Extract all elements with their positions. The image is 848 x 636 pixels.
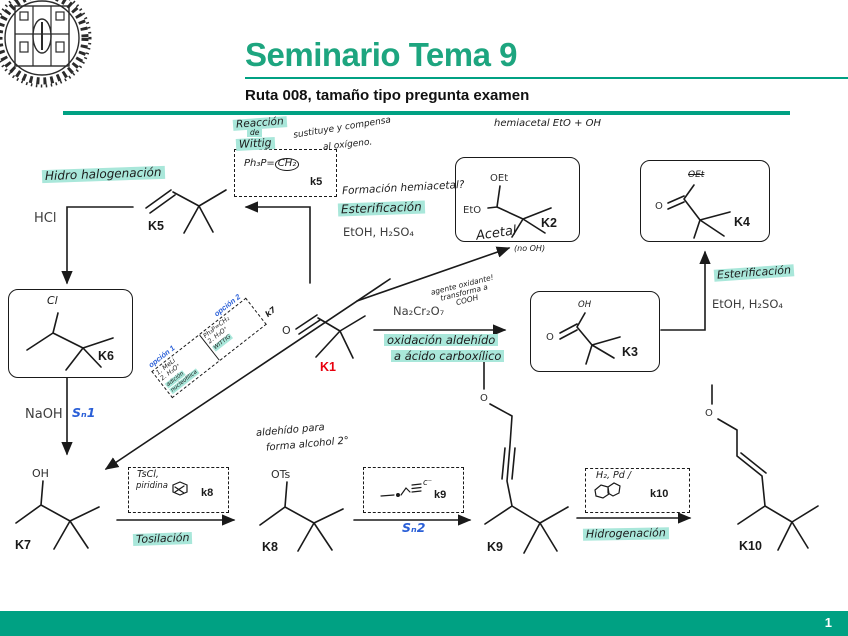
naoh-reagent: NaOH	[25, 407, 63, 422]
k7-label: K7	[15, 538, 31, 552]
k3-oh-atom-note: OH	[578, 300, 592, 310]
wittig-formula: Ph₃P=CH₂	[244, 158, 300, 171]
arrow-k1-to-k2	[356, 246, 511, 302]
tosyl-line2: piridina	[136, 481, 168, 491]
sn2-mechanism-note: Sₙ2	[402, 520, 426, 535]
header-rule	[63, 111, 790, 115]
k6-label: K6	[98, 349, 114, 363]
k3-molecule	[559, 312, 621, 365]
tosyl-reagent-box	[128, 467, 229, 513]
sn1-mechanism-note: Sₙ1	[72, 405, 96, 420]
alkynide-reagent-box	[363, 467, 464, 513]
k5-label: K5	[148, 219, 164, 233]
k4-molecule	[667, 184, 731, 239]
k1-molecule	[295, 314, 366, 359]
k2-eto-atom-label: EtO	[463, 205, 481, 216]
oxidation-note-line2: a ácido carboxílico	[391, 350, 505, 362]
arrow-k1-to-k5	[244, 201, 311, 284]
hemiacetal-note: hemiacetal EtO + OH	[494, 118, 602, 129]
k2-no-oh-note: (no OH)	[514, 244, 546, 253]
wittig-formula-prefix: Ph₃P=	[244, 158, 275, 169]
k6-compound-box	[8, 289, 133, 378]
k5-molecule	[145, 189, 227, 234]
k10-o-atom-label: O	[705, 408, 713, 419]
alkynide-box-label: k9	[434, 489, 447, 501]
arrow-k5-to-k6	[61, 206, 134, 285]
k10-molecule	[711, 384, 819, 551]
k4-o-atom-label: O	[655, 201, 663, 212]
hydro-box-label: k10	[650, 488, 669, 500]
page-title: Seminario Tema 9	[245, 36, 518, 73]
hydro-line1: H₂, Pd /	[596, 470, 631, 481]
hydrogenation-note: Hidrogenación	[582, 526, 669, 541]
k9-molecule	[483, 361, 569, 554]
page-number: 1	[824, 615, 832, 630]
wittig-box-label: k5	[310, 176, 323, 188]
title-underline	[245, 77, 848, 79]
dichromate-reagent: Na₂Cr₂O₇	[393, 304, 445, 318]
k6-molecule	[26, 312, 114, 371]
k4-label: K4	[734, 215, 750, 229]
k2-oet-atom-label: OEt	[490, 173, 508, 184]
k6-cl-atom-note: Cl	[47, 294, 58, 307]
k9-o-atom-label: O	[480, 393, 488, 404]
wittig-note-line3: Wittig	[235, 136, 275, 151]
hydro-reagent-box	[585, 468, 690, 513]
k10-label: K10	[739, 539, 762, 553]
k4-compound-box	[640, 160, 770, 242]
k1-o-atom-label: O	[282, 324, 291, 337]
k3-compound-box	[530, 291, 660, 372]
k2-compound-box	[455, 157, 580, 242]
quinoline-doodle	[594, 482, 621, 499]
k8-molecule	[259, 481, 344, 552]
university-seal-icon	[0, 0, 92, 88]
tosyl-line1: TsCl,	[137, 469, 159, 480]
tosyl-box-label: k8	[201, 487, 214, 499]
k1-label: K1	[320, 360, 336, 374]
k2-label: K2	[541, 216, 557, 230]
tosylation-note: Tosilación	[132, 531, 193, 546]
wittig-formula-circled: CH₂	[274, 158, 300, 171]
k3-label: K3	[622, 345, 638, 359]
footer-bar	[0, 611, 848, 636]
k8-label: K8	[262, 540, 278, 554]
reaction-arrows	[61, 201, 711, 526]
k8-ots-atom-label: OTs	[271, 468, 291, 481]
wittig-reagent-box	[234, 149, 337, 197]
pyridine-doodle	[172, 481, 188, 496]
arrow-k1-to-k7	[104, 278, 391, 470]
arrow-k3-to-k4	[660, 250, 711, 331]
k4-oet-atom-note: OEt	[688, 170, 705, 180]
k7-oh-atom-label: OH	[32, 467, 49, 480]
k7-molecule	[15, 480, 100, 550]
page-subtitle: Ruta 008, tamaño tipo pregunta examen	[245, 87, 530, 104]
alkynide-sketch	[380, 483, 422, 498]
etoh-h2so4-acetal-reagent: EtOH, H₂SO₄	[343, 225, 415, 239]
alkynide-ion-label: c⁻	[423, 478, 433, 488]
oxidation-note-line1: oxidación aldehído	[384, 334, 499, 346]
k2-molecule	[487, 185, 552, 238]
k3-o-atom-label: O	[546, 332, 554, 343]
k9-label: K9	[487, 540, 503, 554]
wittig-note-line2: de	[247, 128, 263, 138]
hcl-reagent: HCl	[34, 211, 57, 226]
etoh-h2so4-ester-reagent: EtOH, H₂SO₄	[712, 297, 784, 311]
